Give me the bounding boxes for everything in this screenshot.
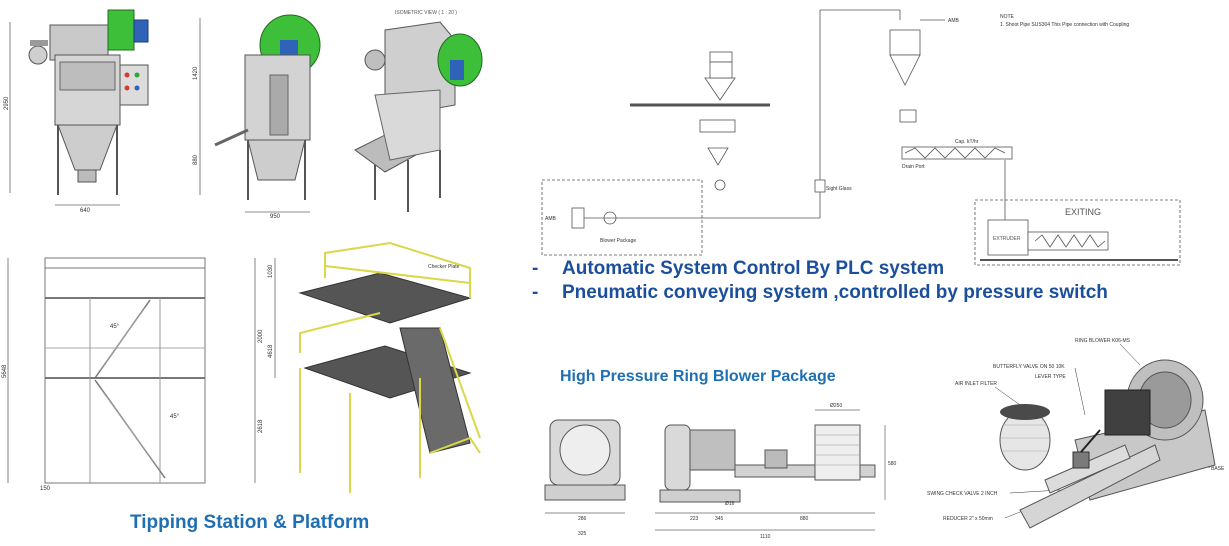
label-butterfly: BUTTERFLY VALVE ON 50 10K [993, 364, 1065, 370]
platform-drawings: 5648 45° 45° 1030 2000 4618 2618 150 [0, 238, 490, 500]
ring-blower-drawing: 286 325 Ø250 580 Ø16 223 345 880 1110 [530, 395, 925, 543]
exiting-label: EXITING [1065, 207, 1101, 217]
dim-side-3: 880 [800, 516, 809, 522]
ring-blower-isometric: RING BLOWER K06-MS BUTTERFLY VALVE ON 50… [925, 330, 1229, 545]
platform-iso-view: Checker Plate [298, 241, 481, 493]
dim-front-1: 286 [578, 516, 587, 522]
drain-port-label: Drain Port [902, 164, 925, 170]
label-swing-valve: SWING CHECK VALVE 2 INCH [927, 491, 998, 497]
dim-width-side: 950 [270, 214, 281, 220]
extruder-label: EXTRUDER [993, 236, 1021, 242]
blower-package-label: Blower Package [600, 238, 636, 244]
note-title: NOTE [1000, 14, 1015, 20]
dim-overall: 1110 [760, 534, 771, 540]
note-text: 1. Shoot Pipe SUS304 This Pipe connectio… [1000, 22, 1129, 28]
platform-elevation-view: 5648 45° 45° 1030 2000 4618 2618 150 [2, 257, 276, 492]
amb-left-label: AMB [545, 216, 557, 222]
feature-bullet-list: -Automatic System Control By PLC system … [532, 257, 1108, 305]
dim-total-height: 5648 [2, 364, 8, 378]
label-lever: LEVER TYPE [1035, 374, 1066, 380]
dim-filter-dia: Ø250 [830, 403, 842, 409]
sight-glass-label: Sight Glass [826, 186, 852, 192]
dim-height: 580 [888, 461, 897, 467]
dim-flange: Ø16 [725, 501, 735, 507]
dim-height-side: 1420 [193, 66, 199, 80]
dim-mid: 2000 [258, 329, 264, 343]
capacity-label: Cap. kT/hr [955, 139, 979, 145]
iso-view-title: ISOMETRIC VIEW ( 1 : 20 ) [395, 10, 457, 16]
blower-side-view: Ø250 580 Ø16 223 345 880 1110 [655, 403, 897, 540]
dim-base: 150 [40, 486, 51, 492]
dim-height-front: 2950 [4, 96, 10, 110]
dim-width-front: 640 [80, 208, 91, 214]
dim-lower-side: 880 [193, 154, 199, 165]
angle-upper: 45° [110, 324, 120, 330]
label-air-filter: AIR INLET FILTER [955, 381, 997, 387]
blower-caption: High Pressure Ring Blower Package [560, 368, 836, 385]
tipping-station-drawings: 2950 640 1420 880 [0, 0, 490, 225]
angle-lower: 45° [170, 414, 180, 420]
dim-rail: 1030 [268, 264, 274, 278]
label-base: BASE [1211, 466, 1225, 472]
tipping-caption: Tipping Station & Platform [130, 512, 370, 533]
tipping-side-view: 1420 880 950 [193, 14, 321, 220]
bullet-item: -Automatic System Control By PLC system [532, 258, 945, 279]
label-reducer: REDUCER 2" x 50mm [943, 516, 993, 522]
dim-lower: 2618 [258, 419, 264, 433]
pneumatic-pid-diagram: NOTE 1. Shoot Pipe SUS304 This Pipe conn… [530, 0, 1229, 270]
amb-right-label: AMB [948, 18, 960, 24]
tipping-iso-view: ISOMETRIC VIEW ( 1 : 20 ) [354, 10, 483, 212]
dim-front-2: 325 [578, 531, 587, 537]
bullet-item: -Pneumatic conveying system ,controlled … [532, 282, 1108, 303]
tipping-front-view: 2950 640 [4, 9, 149, 214]
checker-plate-label: Checker Plate [428, 264, 460, 270]
dim-side-1: 223 [690, 516, 699, 522]
dim-platform: 4618 [268, 344, 274, 358]
dim-side-2: 345 [715, 516, 724, 522]
label-ring-blower: RING BLOWER K06-MS [1075, 338, 1131, 344]
blower-front-view: 286 325 [544, 419, 626, 537]
